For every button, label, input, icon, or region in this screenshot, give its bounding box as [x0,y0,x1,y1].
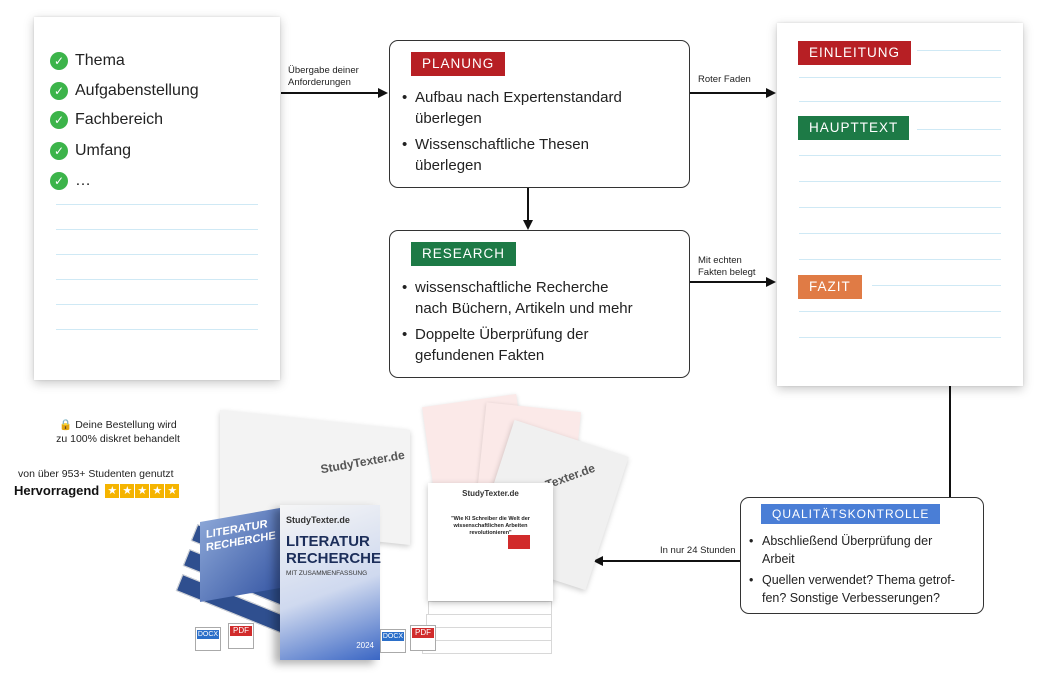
requirement-item: ✓Fachbereich [50,109,163,131]
planung-box: PLANUNG Aufbau nach Expertenstandard übe… [389,40,690,188]
document-brand: StudyTexter.de [462,489,519,498]
pdf-file-icon: PDF [228,623,254,649]
ruled-line [799,207,1001,208]
requirements-sheet: ✓Thema ✓Aufgabenstellung ✓Fachbereich ✓U… [34,17,280,380]
star-icon: ★ [165,483,180,498]
docx-file-icon: DOCX [380,629,406,653]
ruled-line [799,181,1001,182]
quality-box: QUALITÄTSKONTROLLE Abschließend Überprüf… [740,497,984,614]
edge-label-delivery: In nur 24 Stunden [660,545,736,556]
requirement-item: ✓… [50,170,91,192]
planung-bullet: Wissenschaftliche Thesen überlegen [402,134,679,176]
book-cover-small: LITERATUR RECHERCHE [200,507,280,603]
ruled-line [799,259,1001,260]
ruled-line [56,279,258,280]
checkmark-icon: ✓ [50,82,68,100]
ruled-line [799,233,1001,234]
checkmark-icon: ✓ [50,52,68,70]
ruled-line [799,101,1001,102]
checkmark-icon: ✓ [50,111,68,129]
ruled-line [872,285,1001,286]
lock-icon: 🔒 [59,419,73,431]
ruled-line [799,155,1001,156]
requirement-item: ✓Thema [50,50,125,72]
checkmark-icon: ✓ [50,172,68,190]
document-cover: StudyTexter.de "Wie KI Schreiber die Wel… [428,483,553,601]
ruled-line [917,129,1001,130]
book-title: LITERATUR RECHERCHE [286,533,382,567]
docx-file-icon: DOCX [195,627,221,651]
star-icon: ★ [135,483,150,498]
quality-bullet: Quellen verwendet? Thema getrof- fen? So… [749,571,973,607]
star-rating: ★ ★ ★ ★ ★ [105,483,180,498]
paper-stack [426,614,552,628]
ruled-line [799,77,1001,78]
research-bullet: wissenschaftliche Recherche nach Büchern… [402,277,679,319]
discreet-note: 🔒 Deine Bestellung wird zu 100% diskret … [56,419,180,445]
planung-bullet: Aufbau nach Expertenstandard überlegen [402,87,679,129]
book-subtitle: MIT ZUSAMMENFASSUNG [286,570,368,577]
quality-bullet: Abschließend Überprüfung der Arbeit [749,532,973,568]
ruled-line [56,304,258,305]
document-stamp [508,535,530,549]
students-count: von über 953+ Studenten genutzt [18,468,174,480]
rating-label: Hervorragend [14,483,100,498]
hauptext-tag: HAUPTTEXT [798,116,910,140]
planung-tag: PLANUNG [411,52,506,76]
einleitung-tag: EINLEITUNG [798,41,912,65]
book-cover-main: StudyTexter.de LITERATUR RECHERCHE MIT Z… [280,505,382,660]
document-sheet: EINLEITUNG HAUPTTEXT FAZIT [777,23,1023,386]
book-year: 2024 [356,641,374,650]
ruled-line [56,329,258,330]
research-bullet: Doppelte Überprüfung der gefundenen Fakt… [402,324,679,366]
ruled-line [56,204,258,205]
rating-row: Hervorragend ★ ★ ★ ★ ★ [14,483,180,498]
checkmark-icon: ✓ [50,142,68,160]
paper-stack [424,627,552,641]
edge-label-facts: Mit echten Fakten belegt [698,255,756,278]
research-tag: RESEARCH [411,242,517,266]
pdf-file-icon: PDF [410,625,436,651]
ruled-line [917,50,1001,51]
book-brand: StudyTexter.de [286,515,350,525]
ruled-line [799,337,1001,338]
quality-tag: QUALITÄTSKONTROLLE [761,504,941,524]
paper-stack [428,601,552,615]
document-heading: "Wie KI Schreiber die Welt der wissensch… [451,516,530,536]
ruled-line [799,311,1001,312]
research-box: RESEARCH wissenschaftliche Recherche nac… [389,230,690,378]
ruled-line [56,229,258,230]
requirement-item: ✓Aufgabenstellung [50,80,199,102]
star-icon: ★ [105,483,120,498]
star-icon: ★ [120,483,135,498]
ruled-line [56,254,258,255]
edge-label-handover: Übergabe deiner Anforderungen [288,65,359,88]
paper-stack [422,640,552,654]
fazit-tag: FAZIT [798,275,862,299]
requirement-item: ✓Umfang [50,140,131,162]
edge-label-red-thread: Roter Faden [698,74,751,85]
star-icon: ★ [150,483,165,498]
product-mockup: StudyTexter.de StudyTexter.de LITERATUR … [160,393,629,678]
